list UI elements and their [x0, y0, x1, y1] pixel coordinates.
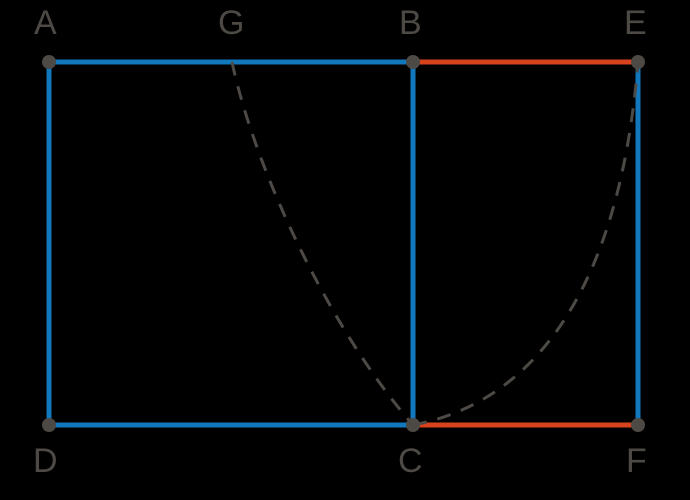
arc-C-E [412, 61, 640, 427]
vertex-label-F: F [626, 442, 647, 480]
vertex-dot-C [406, 418, 420, 432]
vertex-dot-A [42, 55, 56, 69]
vertex-dot-E [631, 55, 645, 69]
vertex-label-C: C [398, 442, 423, 480]
vertex-label-A: A [34, 4, 57, 42]
vertex-label-B: B [399, 4, 422, 42]
vertex-label-D: D [33, 442, 58, 480]
vertex-dot-F [631, 418, 645, 432]
vertex-label-E: E [624, 4, 647, 42]
arc-G-C [230, 61, 415, 426]
vertex-dot-B [406, 55, 420, 69]
vertex-label-G: G [218, 4, 245, 42]
vertex-dot-D [42, 418, 56, 432]
